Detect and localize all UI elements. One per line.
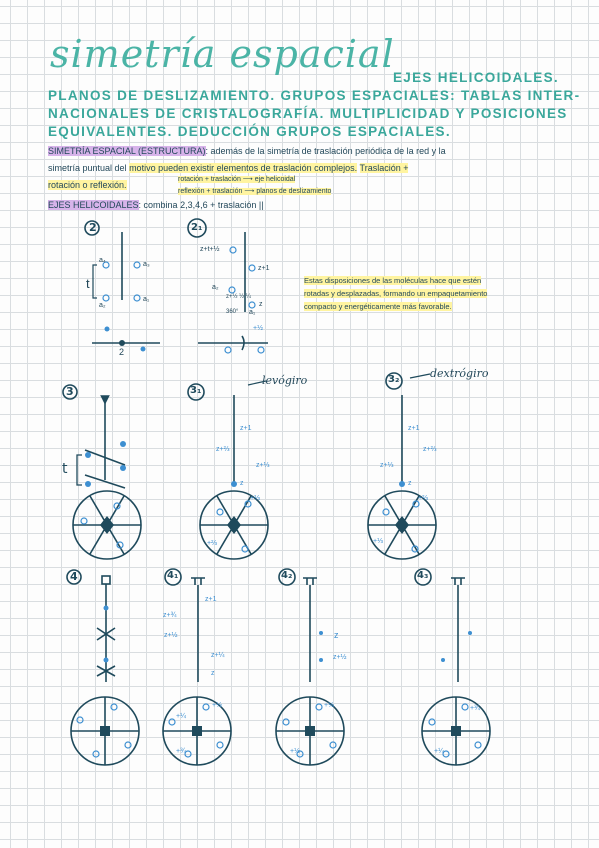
diagram-21-mark: +½ xyxy=(253,325,263,332)
intro-text-2b: motivo pueden existir elementos de trasl… xyxy=(129,163,358,173)
note-line-1: Estas disposiciones de las moléculas hac… xyxy=(304,276,482,285)
diagram-43-c1: +¾ xyxy=(470,705,480,712)
diagram-2-label: 2 xyxy=(89,221,97,234)
diagram-42-z: z xyxy=(334,630,339,640)
diagram-21-360: 360° xyxy=(226,309,239,315)
intro-line-4: EJES HELICOIDALES: combina 2,3,4,6 + tra… xyxy=(48,200,264,210)
rule-reflection: reflexión + traslación ⟶ planos de desli… xyxy=(178,188,332,195)
diagram-2-a3: a₃ xyxy=(143,261,150,268)
diagram-41-c1: +¼ xyxy=(176,713,186,720)
diagram-31-z: z xyxy=(240,480,244,487)
diagram-41-c3: +¾ xyxy=(176,748,186,755)
diagram-31-annot: levógiro xyxy=(262,374,308,387)
diagram-21-a1: a₁ xyxy=(249,309,256,316)
diagram-43-c2: +¼ xyxy=(434,748,444,755)
intro-line-1: SIMETRÍA ESPACIAL (ESTRUCTURA): además d… xyxy=(48,146,446,156)
intro-line-2: simetría puntual del motivo pueden exist… xyxy=(48,163,409,173)
label-circle-32 xyxy=(385,372,403,390)
topic-line-2: PLANOS DE DESLIZAMIENTO. GRUPOS ESPACIAL… xyxy=(48,88,581,103)
intro-text-2a: simetría puntual del xyxy=(48,163,127,173)
diagram-21-ztop: z+t+½ xyxy=(200,246,220,253)
spatial-symmetry-label: SIMETRÍA ESPACIAL (ESTRUCTURA) xyxy=(48,146,206,156)
label-circle-42 xyxy=(278,568,296,586)
rotation-reflection: rotación o reflexión. xyxy=(48,180,127,190)
diagram-31-c1: +⅓ xyxy=(250,495,260,502)
diagram-32-z1: z+1 xyxy=(408,425,420,432)
diagram-32-z: z xyxy=(408,480,412,487)
intro-text-1: : además de la simetría de traslación pe… xyxy=(205,146,446,156)
label-circle-21 xyxy=(187,218,207,238)
diagram-32-annot: dextrógiro xyxy=(430,367,489,380)
diagram-41-z1: z+1 xyxy=(205,596,217,603)
diagram-41-label: 4₁ xyxy=(167,570,179,581)
helical-axes-label: EJES HELICOIDALES xyxy=(48,200,139,210)
diagram-32-c2: +⅓ xyxy=(373,538,383,545)
page-title: simetría espacial xyxy=(50,32,395,76)
diagram-21-z1: z+1 xyxy=(258,265,270,272)
diagram-2-a4: a₄ xyxy=(99,257,106,264)
intro-text-2c: Traslación + xyxy=(359,163,409,173)
label-circle-3 xyxy=(62,384,78,400)
diagram-43-label: 4₃ xyxy=(417,570,429,581)
label-circle-2 xyxy=(84,220,100,236)
diagram-41-c2: +½ xyxy=(212,702,222,709)
note-line-2: rotadas y desplazadas, formando un empaq… xyxy=(304,289,488,298)
diagram-3-t: t xyxy=(62,461,68,477)
topic-line-3: NACIONALES DE CRISTALOGRAFÍA. MULTIPLICI… xyxy=(48,106,568,121)
label-circle-4 xyxy=(66,569,82,585)
diagram-3-label: 3 xyxy=(66,385,74,398)
diagram-21-fracs: z+½ ½ ¼ xyxy=(226,294,251,300)
diagram-2-t: t xyxy=(86,276,90,291)
topic-line-1: EJES HELICOIDALES. xyxy=(393,70,559,85)
diagram-31-z1: z+1 xyxy=(240,425,252,432)
label-circle-43 xyxy=(414,568,432,586)
helical-axes-text: : combina 2,3,4,6 + traslación || xyxy=(138,200,264,210)
diagram-21-a2: a₂ xyxy=(212,284,219,291)
diagram-4-label: 4 xyxy=(70,570,78,583)
diagram-31-z23: z+⅔ xyxy=(216,446,230,453)
label-circle-41 xyxy=(164,568,182,586)
diagram-31-c2: +⅔ xyxy=(207,540,217,547)
rule-rotation: rotación + traslación ⟶ eje helicoidal xyxy=(178,176,296,183)
diagram-32-z23: z+⅔ xyxy=(423,446,437,453)
diagram-32-z13: z+⅓ xyxy=(380,462,394,469)
diagram-31-z13: z+⅓ xyxy=(256,462,270,469)
diagram-42-c1: +½ xyxy=(324,702,334,709)
diagram-41-z12: z+½ xyxy=(164,632,178,639)
label-circle-31 xyxy=(187,383,205,401)
topic-line-4: EQUIVALENTES. DEDUCCIÓN GRUPOS ESPACIALE… xyxy=(48,124,451,139)
diagram-31-label: 3₁ xyxy=(190,385,202,396)
diagram-2-base: 2 xyxy=(119,347,125,357)
diagram-41-z34: z+¾ xyxy=(163,612,177,619)
diagram-41-z: z xyxy=(211,670,215,677)
diagram-32-c1: +⅔ xyxy=(418,495,428,502)
note-line-3: compacto y energéticamente más favorable… xyxy=(304,302,452,311)
diagram-42-c2: +½ xyxy=(290,748,300,755)
diagram-2-a1: a₁ xyxy=(143,296,150,303)
diagram-32-label: 3₂ xyxy=(388,374,400,385)
diagram-2-a2: a₂ xyxy=(99,302,106,309)
diagram-42-z12: z+½ xyxy=(333,654,347,661)
diagram-42-label: 4₂ xyxy=(281,570,293,581)
intro-line-3: rotación o reflexión. xyxy=(48,180,127,190)
diagram-21-z: z xyxy=(259,301,263,308)
diagram-21-label: 2₁ xyxy=(191,222,203,233)
diagram-41-z14: z+¼ xyxy=(211,652,225,659)
